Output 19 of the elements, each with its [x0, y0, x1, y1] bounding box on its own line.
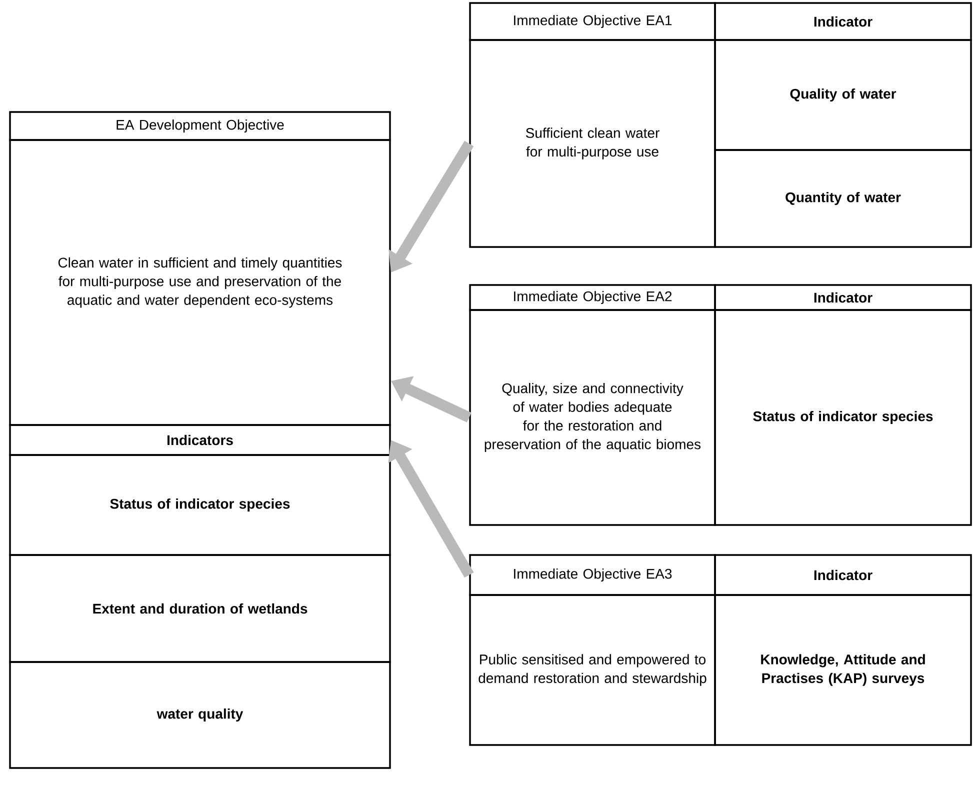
table-cell: Extent and duration of wetlands — [9, 554, 391, 663]
table-cell: Sufficient clean water for multi-purpose use — [469, 39, 716, 248]
table-header-cell: EA Development Objective — [9, 111, 391, 141]
table-cell: Knowledge, Attitude and Practises (KAP) surveys — [714, 594, 972, 746]
table-cell: water quality — [9, 661, 391, 769]
table-header-cell: Indicator — [714, 2, 972, 41]
table-cell: Status of indicator species — [714, 309, 972, 526]
table-header-cell: Immediate Objective EA3 — [469, 554, 716, 596]
table-header-cell: Indicator — [714, 284, 972, 311]
table-cell: Quality, size and connectivity of water bodies adequate for the restoration and preservation of the aquatic biomes — [469, 309, 716, 526]
table-cell: Quality of water — [714, 39, 972, 151]
table-cell: Quantity of water — [714, 149, 972, 248]
table-cell: Public sensitised and empowered to demand restoration and stewardship — [469, 594, 716, 746]
table-cell: Status of indicator species — [9, 454, 391, 556]
table-header-cell: Indicators — [9, 424, 391, 456]
table-header-cell: Immediate Objective EA2 — [469, 284, 716, 311]
table-header-cell: Indicator — [714, 554, 972, 596]
table-cell: Clean water in sufficient and timely quantities for multi-purpose use and preservation of the aquatic and water dependent eco-systems — [9, 139, 391, 426]
table-header-cell: Immediate Objective EA1 — [469, 2, 716, 41]
